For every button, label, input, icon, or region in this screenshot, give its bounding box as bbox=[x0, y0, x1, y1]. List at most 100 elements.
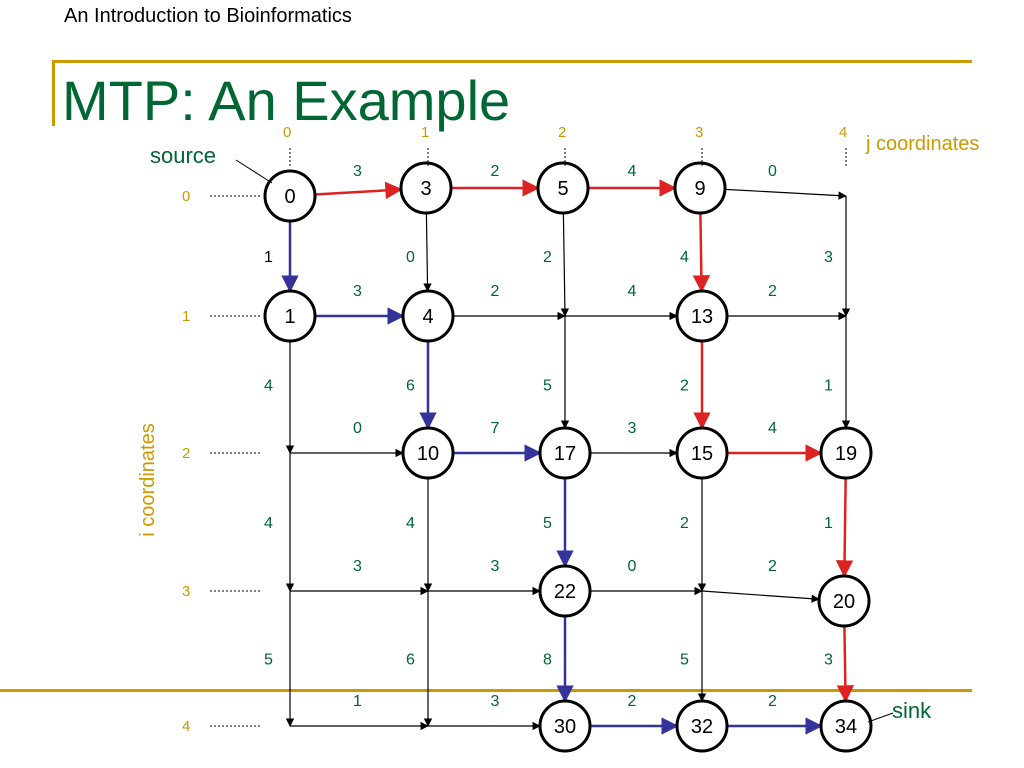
i-tick-1: 1 bbox=[182, 308, 190, 325]
edge-v-2-4 bbox=[835, 477, 854, 578]
node-label-n43: 32 bbox=[691, 716, 713, 738]
weight-v-3-3: 5 bbox=[680, 652, 689, 669]
node-n10 bbox=[263, 289, 317, 343]
node-label-n11: 4 bbox=[422, 306, 433, 328]
edge-h-0-0 bbox=[314, 181, 403, 200]
j-axis-label: j coordinates bbox=[865, 133, 979, 155]
weight-v-2-2: 5 bbox=[543, 515, 552, 532]
edge-v-3-4 bbox=[836, 625, 855, 703]
edge-v-0-2 bbox=[560, 212, 570, 317]
slide-header: An Introduction to Bioinformatics bbox=[64, 5, 352, 27]
weight-h-1-3: 2 bbox=[768, 283, 777, 300]
node-label-n42: 30 bbox=[554, 716, 576, 738]
node-n24 bbox=[819, 426, 873, 480]
sink-label: sink bbox=[892, 698, 932, 723]
source-pointer bbox=[235, 159, 273, 184]
node-n23 bbox=[675, 426, 729, 480]
node-n32 bbox=[538, 564, 592, 618]
node-label-n03: 9 bbox=[694, 178, 705, 200]
node-n22 bbox=[538, 426, 592, 480]
weight-v-0-2: 2 bbox=[543, 249, 552, 266]
title-divider bbox=[52, 60, 972, 63]
j-tick-2: 2 bbox=[558, 124, 566, 141]
node-label-n10: 1 bbox=[284, 306, 295, 328]
node-label-n02: 5 bbox=[557, 178, 568, 200]
node-n44 bbox=[819, 699, 873, 753]
weight-h-0-3: 0 bbox=[768, 163, 777, 180]
weight-v-3-4: 3 bbox=[824, 652, 833, 669]
j-tick-0: 0 bbox=[283, 124, 291, 141]
weight-v-3-1: 6 bbox=[406, 652, 415, 669]
node-n02 bbox=[536, 161, 590, 215]
j-tick-3: 3 bbox=[695, 124, 703, 141]
weight-h-3-3: 2 bbox=[768, 558, 777, 575]
weight-v-0-3: 4 bbox=[680, 249, 689, 266]
i-tick-0: 0 bbox=[182, 188, 190, 205]
weight-h-0-2: 4 bbox=[628, 163, 637, 180]
weight-v-3-0: 5 bbox=[264, 652, 273, 669]
weight-v-2-0: 4 bbox=[264, 515, 273, 532]
node-label-n44: 34 bbox=[835, 716, 857, 738]
edge-v-0-3 bbox=[692, 212, 711, 293]
weight-v-2-4: 1 bbox=[824, 515, 833, 532]
sink-pointer bbox=[867, 712, 894, 723]
weight-h-4-3: 2 bbox=[768, 693, 777, 710]
weight-h-2-3: 4 bbox=[768, 420, 777, 437]
node-n11 bbox=[401, 289, 455, 343]
weight-v-1-4: 1 bbox=[824, 378, 833, 395]
i-axis-label: i coordinates bbox=[137, 423, 159, 536]
node-label-n01: 3 bbox=[420, 178, 431, 200]
weight-h-2-1: 7 bbox=[491, 420, 500, 437]
title-accent-bar bbox=[52, 60, 55, 126]
weight-v-0-4: 3 bbox=[824, 249, 833, 266]
node-label-n21: 10 bbox=[417, 443, 439, 465]
j-tick-4: 4 bbox=[839, 124, 847, 141]
weight-v-1-0: 4 bbox=[264, 378, 273, 395]
weight-h-3-2: 0 bbox=[628, 558, 637, 575]
weight-v-0-0: 1 bbox=[264, 249, 273, 266]
weight-h-0-0: 3 bbox=[353, 163, 362, 180]
node-n01 bbox=[399, 161, 453, 215]
weight-h-4-2: 2 bbox=[628, 693, 637, 710]
i-tick-4: 4 bbox=[182, 718, 190, 735]
node-n42 bbox=[538, 699, 592, 753]
source-label: source bbox=[150, 143, 216, 168]
node-n43 bbox=[675, 699, 729, 753]
edge-h-3-3 bbox=[701, 590, 820, 603]
weight-h-2-2: 3 bbox=[628, 420, 637, 437]
i-tick-3: 3 bbox=[182, 583, 190, 600]
node-label-n13: 13 bbox=[691, 306, 713, 328]
weight-v-1-1: 6 bbox=[406, 378, 415, 395]
node-n00 bbox=[263, 169, 317, 223]
node-label-n24: 19 bbox=[835, 443, 857, 465]
node-n34 bbox=[817, 574, 871, 628]
node-n03 bbox=[673, 161, 727, 215]
weight-h-1-2: 4 bbox=[628, 283, 637, 300]
weight-h-3-0: 3 bbox=[353, 558, 362, 575]
edge-v-0-1 bbox=[423, 212, 432, 292]
weight-v-1-2: 5 bbox=[543, 378, 552, 395]
weight-h-4-0: 1 bbox=[353, 693, 362, 710]
node-label-n23: 15 bbox=[691, 443, 713, 465]
weight-h-1-1: 2 bbox=[491, 283, 500, 300]
edge-h-0-3 bbox=[724, 188, 847, 200]
slide-title: MTP: An Example bbox=[62, 69, 511, 132]
node-label-n22: 17 bbox=[554, 443, 576, 465]
weight-v-3-2: 8 bbox=[543, 652, 552, 669]
weight-v-0-1: 0 bbox=[406, 249, 415, 266]
weight-v-2-3: 2 bbox=[680, 515, 689, 532]
weight-v-2-1: 4 bbox=[406, 515, 415, 532]
node-label-n00: 0 bbox=[284, 186, 295, 208]
weight-v-1-3: 2 bbox=[680, 378, 689, 395]
weight-h-2-0: 0 bbox=[353, 420, 362, 437]
footer-divider bbox=[0, 689, 972, 692]
node-n13 bbox=[675, 289, 729, 343]
node-label-n34: 20 bbox=[833, 591, 855, 613]
weight-h-1-0: 3 bbox=[353, 283, 362, 300]
node-n21 bbox=[401, 426, 455, 480]
weight-h-3-1: 3 bbox=[491, 558, 500, 575]
weight-h-4-1: 3 bbox=[491, 693, 500, 710]
j-tick-1: 1 bbox=[421, 124, 429, 141]
i-tick-2: 2 bbox=[182, 445, 190, 462]
